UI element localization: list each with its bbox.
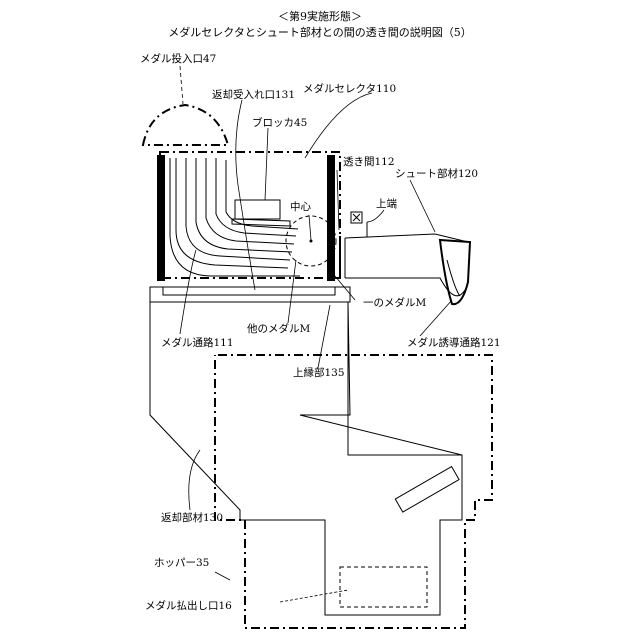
return-slot (395, 467, 459, 512)
label-one-medal: 一のメダルM (363, 296, 426, 309)
blocker-base (232, 219, 290, 226)
hopper-outline (215, 355, 492, 628)
label-upper-edge: 上端 (376, 197, 397, 210)
return-base-inner (163, 287, 335, 295)
selector-left-wall (157, 155, 165, 281)
label-return-inlet: 返却受入れ口131 (212, 89, 295, 101)
label-medal-slot: メダル投入口47 (140, 52, 216, 65)
label-upper-rim: 上縁部135 (293, 366, 345, 379)
label-payout-port: メダル払出し口16 (145, 599, 232, 612)
label-guide-path: メダル誘導通路121 (407, 336, 501, 349)
chute-member (345, 234, 470, 304)
label-gap: 透き間112 (343, 156, 395, 168)
label-blocker: ブロッカ45 (252, 116, 307, 129)
label-medal-selector: メダルセレクタ110 (303, 82, 396, 95)
label-center: 中心 (290, 200, 311, 213)
payout-port (340, 567, 427, 607)
selector-right-wall (327, 155, 335, 281)
embodiment-title: ＜第9実施形態＞ (278, 9, 362, 23)
label-medal-path: メダル通路111 (161, 336, 234, 349)
figure-subtitle: メダルセレクタとシュート部材との間の透き間の説明図（5） (168, 25, 471, 39)
label-chute-member: シュート部材120 (395, 167, 478, 180)
label-other-medal: 他のメダルM (247, 322, 310, 335)
medal-slot-leader (180, 66, 183, 104)
label-hopper: ホッパー35 (154, 557, 209, 569)
label-return-member: 返却部材130 (161, 511, 223, 524)
medal-slot-outline (143, 105, 228, 145)
